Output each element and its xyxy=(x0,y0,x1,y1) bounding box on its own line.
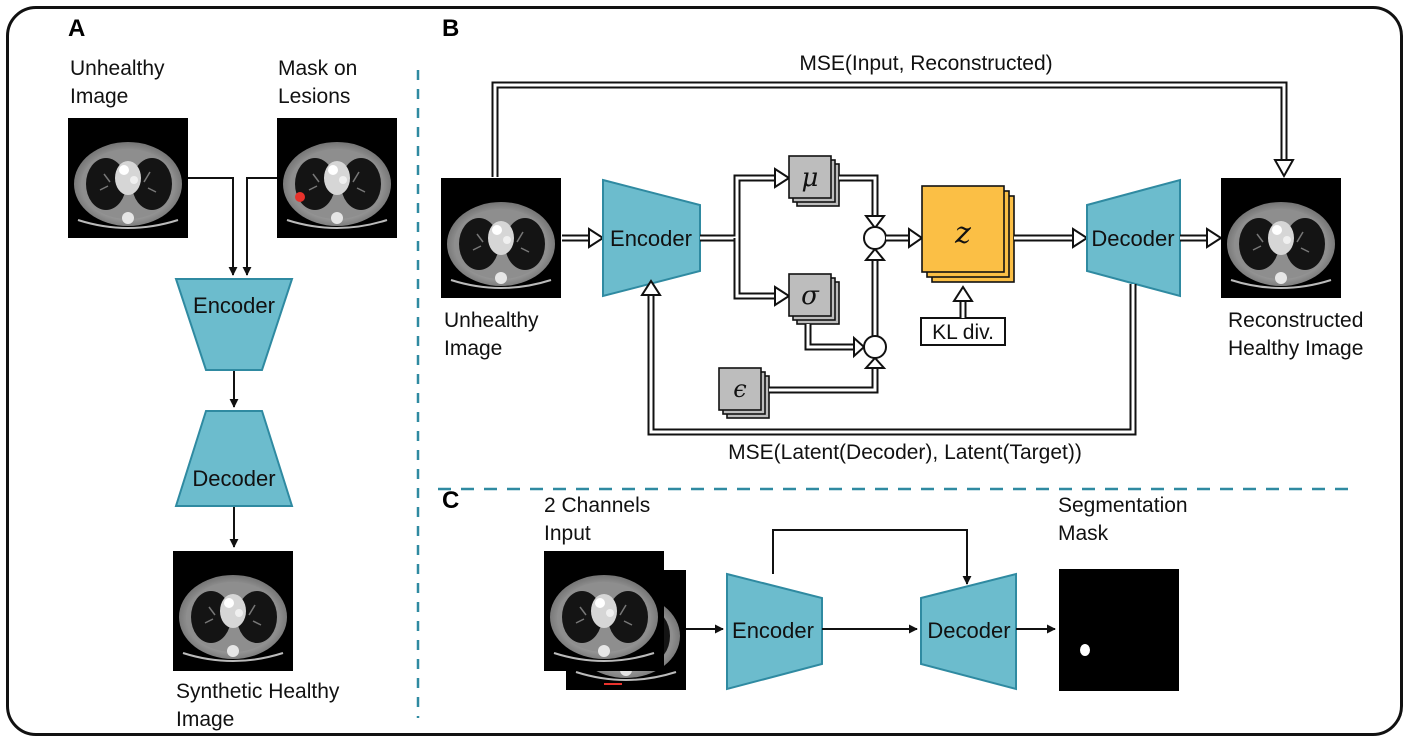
decoder-block-c: Decoder xyxy=(920,572,1017,691)
top-loss-arrowhead xyxy=(1273,159,1295,179)
decoder-label-a: Decoder xyxy=(192,466,275,491)
encoder-label-b: Encoder xyxy=(610,226,692,251)
segmentation-mask-image xyxy=(1059,569,1179,691)
top-loss-label: MSE(Input, Reconstructed) xyxy=(799,52,1052,75)
panel-c: C 2 Channels Input Encoder Decoder S xyxy=(442,487,1188,691)
input-label-b-line2: Image xyxy=(444,337,502,360)
sigma-symbol: σ xyxy=(801,281,820,311)
mu-symbol: μ xyxy=(802,163,819,193)
latent-z-block: z xyxy=(921,185,1015,283)
reconstructed-healthy-image xyxy=(1220,177,1342,299)
encoder-block-b: Encoder xyxy=(602,178,701,298)
encoder-label-c: Encoder xyxy=(732,618,814,643)
panel-a: A Unhealthy Image Mask on Lesions Encode… xyxy=(67,15,398,731)
encoder-label-a: Encoder xyxy=(193,293,275,318)
arrow-unhealthy-to-encoder xyxy=(188,177,238,276)
mu-vector-block: μ xyxy=(788,155,840,207)
panel-b: B MSE(Input, Reconstructed) Unhealthy Im… xyxy=(440,15,1363,464)
segmentation-label-line2: Mask xyxy=(1058,522,1109,545)
two-channel-input-images xyxy=(543,550,687,691)
decoder-label-b: Decoder xyxy=(1091,226,1174,251)
bottom-loss-label: MSE(Latent(Decoder), Latent(Target)) xyxy=(728,441,1082,464)
panel-b-letter: B xyxy=(442,15,459,42)
decoder-label-c: Decoder xyxy=(927,618,1010,643)
synthetic-label-line1: Synthetic Healthy xyxy=(176,680,340,703)
z-symbol: z xyxy=(954,216,971,251)
input-label-b-line1: Unhealthy xyxy=(444,309,539,332)
output-label-b-line2: Healthy Image xyxy=(1228,337,1363,360)
unhealthy-input-image-b xyxy=(440,177,562,299)
encoder-block-c: Encoder xyxy=(726,572,823,691)
mask-label-line2: Lesions xyxy=(278,85,350,108)
bottom-loss-arrowhead xyxy=(640,279,662,296)
figure-frame xyxy=(6,6,1403,736)
output-label-b-line1: Reconstructed xyxy=(1228,309,1363,332)
synthetic-label-line2: Image xyxy=(176,708,234,731)
two-channel-label-line2: Input xyxy=(544,522,591,545)
epsilon-symbol: ϵ xyxy=(733,375,746,403)
decoder-block-a: Decoder xyxy=(174,410,294,507)
encoder-block-a: Encoder xyxy=(174,278,294,371)
synthetic-healthy-image xyxy=(172,550,294,672)
masked-ct-scan-image xyxy=(276,117,398,239)
segmentation-label-line1: Segmentation xyxy=(1058,494,1188,517)
epsilon-noise-block: ϵ xyxy=(718,367,770,419)
sum-node xyxy=(863,226,887,250)
skip-connection-arrow xyxy=(772,529,972,585)
lesion-mask-marker xyxy=(295,192,305,202)
two-channel-label-line1: 2 Channels xyxy=(544,494,650,517)
panel-a-letter: A xyxy=(68,15,85,42)
ct-scan-image xyxy=(67,117,189,239)
decoder-block-b: Decoder xyxy=(1086,178,1181,298)
panel-c-letter: C xyxy=(442,487,459,514)
sigma-vector-block: σ xyxy=(788,273,840,325)
kl-divergence-label: KL div. xyxy=(932,321,994,344)
unhealthy-image-label-line2: Image xyxy=(70,85,128,108)
unhealthy-image-label-line1: Unhealthy xyxy=(70,57,165,80)
product-node xyxy=(863,335,887,359)
mask-label-line1: Mask on xyxy=(278,57,357,80)
arrow-mask-to-encoder xyxy=(242,177,277,276)
